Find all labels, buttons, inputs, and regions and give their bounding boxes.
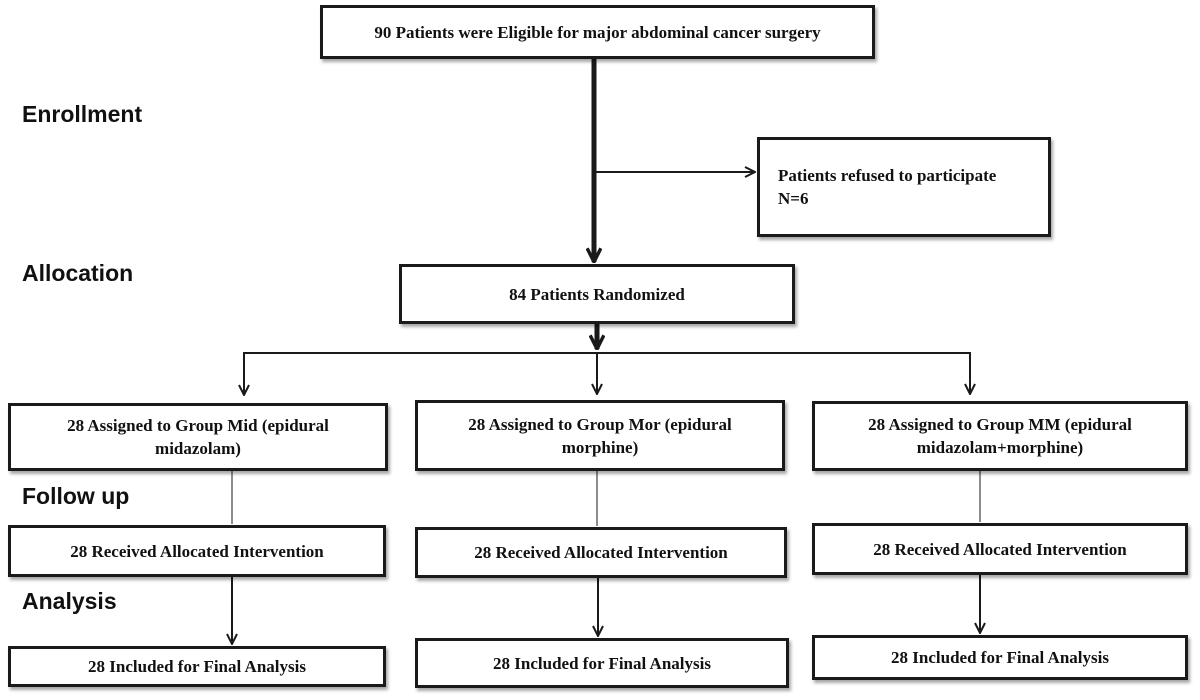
- eligible-box: 90 Patients were Eligible for major abdo…: [320, 5, 875, 59]
- randomized-box: 84 Patients Randomized: [399, 264, 795, 324]
- analysis-mid-box: 28 Included for Final Analysis: [8, 646, 386, 687]
- refused-count: N=6: [778, 189, 809, 208]
- received-mor-box: 28 Received Allocated Intervention: [415, 527, 787, 578]
- received-mm-text: 28 Received Allocated Intervention: [873, 539, 1127, 559]
- received-mid-box: 28 Received Allocated Intervention: [8, 525, 386, 577]
- refused-box: Patients refused to participate N=6: [757, 137, 1051, 237]
- phase-label-follow-up: Follow up: [22, 483, 130, 509]
- phase-label-allocation: Allocation: [22, 260, 134, 286]
- analysis-mm-text: 28 Included for Final Analysis: [891, 648, 1109, 667]
- group-mor-box: 28 Assigned to Group Mor (epidural morph…: [415, 400, 785, 471]
- group-mm-box: 28 Assigned to Group MM (epidural midazo…: [812, 401, 1188, 471]
- group-mid-text: 28 Assigned to Group Mid (epidural midaz…: [67, 416, 329, 458]
- phase-label-enrollment: Enrollment: [22, 101, 143, 127]
- received-mm-box: 28 Received Allocated Intervention: [812, 523, 1188, 575]
- group-mid-box: 28 Assigned to Group Mid (epidural midaz…: [8, 403, 388, 471]
- group-mm-text: 28 Assigned to Group MM (epidural midazo…: [868, 415, 1132, 457]
- analysis-mid-text: 28 Included for Final Analysis: [88, 657, 306, 676]
- analysis-mm-box: 28 Included for Final Analysis: [812, 635, 1188, 680]
- received-mor-text: 28 Received Allocated Intervention: [474, 543, 728, 562]
- randomized-text: 84 Patients Randomized: [509, 284, 685, 304]
- phase-label-analysis: Analysis: [22, 588, 117, 614]
- analysis-mor-text: 28 Included for Final Analysis: [493, 653, 711, 673]
- analysis-mor-box: 28 Included for Final Analysis: [415, 638, 789, 688]
- group-mor-text: 28 Assigned to Group Mor (epidural morph…: [468, 414, 732, 457]
- received-mid-text: 28 Received Allocated Intervention: [70, 541, 324, 561]
- refused-text: Patients refused to participate: [778, 166, 997, 185]
- eligible-text: 90 Patients were Eligible for major abdo…: [374, 22, 821, 42]
